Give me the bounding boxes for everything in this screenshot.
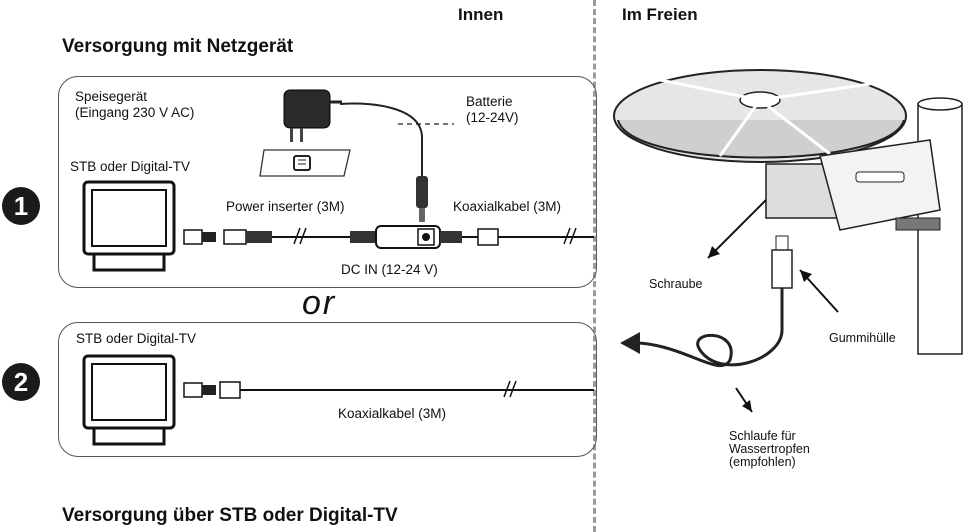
- drip-loop-label: Schlaufe für Wassertropfen (empfohlen): [729, 429, 810, 469]
- rubber-sleeve-label: Gummihülle: [829, 331, 896, 345]
- option2-box: [58, 322, 597, 457]
- outdoor-antenna-drawing: [613, 69, 963, 413]
- tv-icon-2: [82, 354, 176, 446]
- coax-label-2: Koaxialkabel (3M): [338, 406, 447, 421]
- wall-socket-icon: [259, 149, 351, 177]
- heading-inside: Innen: [458, 5, 504, 24]
- adapter-cable: [339, 102, 454, 222]
- option1-box: [58, 76, 597, 288]
- option2-title: Versorgung über STB oder Digital-TV: [62, 505, 398, 526]
- screw-label: Schraube: [649, 277, 703, 291]
- power-inserter-label: Power inserter (3M): [226, 199, 345, 214]
- option2-cable: [183, 380, 594, 399]
- power-adapter-icon: [283, 89, 342, 142]
- indoor-outdoor-divider: [593, 0, 596, 532]
- power-supply-label: Speisegerät (Eingang 230 V AC): [75, 89, 195, 120]
- coax-label-1: Koaxialkabel (3M): [453, 199, 562, 214]
- battery-label: Batterie (12-24V): [466, 94, 519, 125]
- tv-icon-1: [82, 180, 176, 272]
- badge-one-icon: 1: [2, 187, 40, 225]
- or-separator: or: [302, 284, 337, 322]
- dc-in-label: DC IN (12-24 V): [341, 262, 438, 277]
- heading-outside: Im Freien: [622, 5, 698, 24]
- option1-cable-chain: [183, 225, 594, 249]
- stb-label-1: STB oder Digital-TV: [70, 159, 191, 174]
- badge-two-icon: 2: [2, 363, 40, 401]
- option1-title: Versorgung mit Netzgerät: [62, 36, 294, 57]
- stb-label-2: STB oder Digital-TV: [76, 331, 197, 346]
